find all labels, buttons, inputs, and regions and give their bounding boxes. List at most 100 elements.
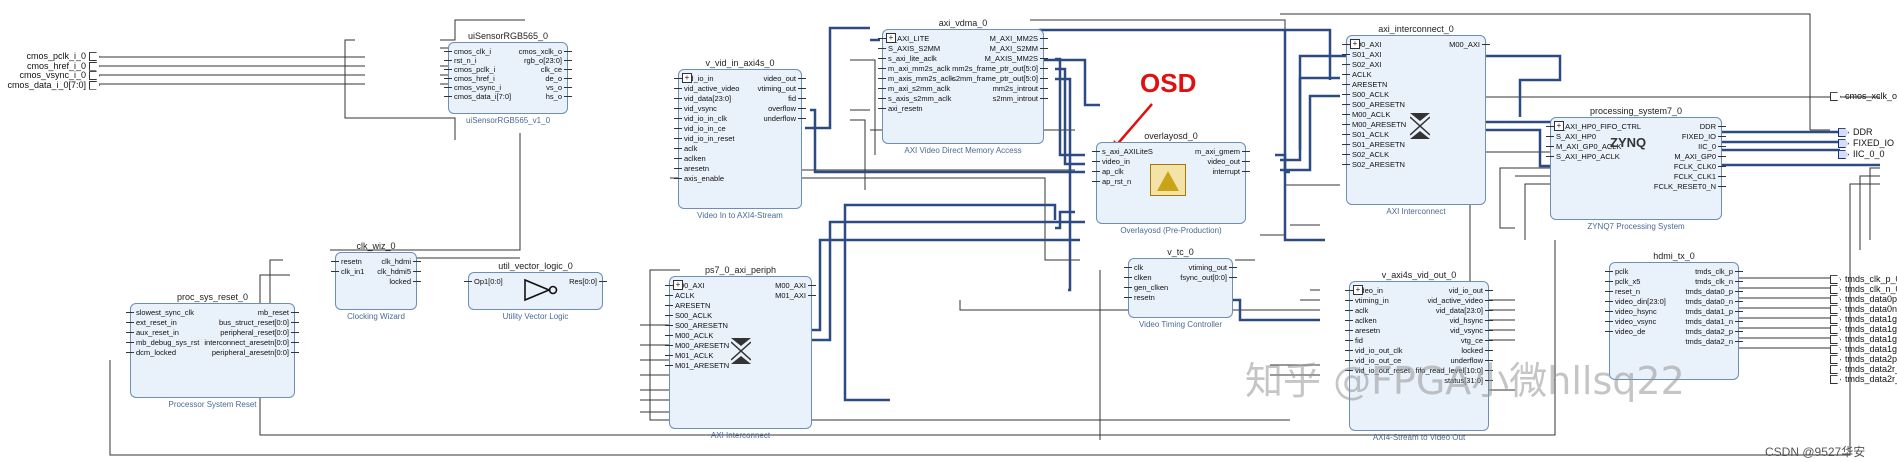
external-input-port[interactable]: cmos_data_i_0[7:0] (4, 80, 100, 90)
output-pin[interactable]: fid (788, 94, 806, 103)
output-pin[interactable]: M00_AXI (775, 281, 816, 290)
input-pin[interactable]: ACLK (1342, 70, 1372, 79)
output-pin[interactable]: cmos_xclk_o (518, 47, 573, 56)
external-input-port[interactable]: cmos_href_i_0 (4, 61, 100, 71)
output-pin[interactable]: Res[0:0] (569, 277, 607, 286)
input-pin[interactable]: S_AXI_HP0 (1545, 132, 1597, 141)
input-pin[interactable]: vid_io_in_reset (673, 134, 735, 143)
input-pin[interactable]: video_hsync (1605, 307, 1657, 316)
input-pin[interactable]: aux_reset_in (126, 328, 179, 337)
input-pin[interactable]: ap_clk (1092, 167, 1124, 176)
input-pin[interactable]: video_vsync (1604, 317, 1657, 326)
external-output-port[interactable]: tmds_data2p_0 (1830, 354, 1897, 365)
output-pin[interactable]: peripheral_aresetn[0:0] (211, 348, 300, 357)
output-pin[interactable]: s2mm_introut (992, 94, 1049, 103)
input-pin[interactable]: S00_ACLK (1341, 90, 1390, 99)
output-pin[interactable]: mb_reset (257, 308, 300, 317)
input-pin[interactable]: dcm_locked (125, 348, 177, 357)
expand-plus-icon[interactable]: + (1353, 285, 1363, 295)
input-pin[interactable]: cmos_clk_i (443, 47, 492, 56)
input-pin[interactable]: S_AXI_HP0_FIFO_CTRL (1545, 122, 1642, 131)
external-output-port[interactable]: tmds_data2r_p_0 (1830, 364, 1897, 375)
input-pin[interactable]: resetn (1124, 293, 1155, 302)
output-pin[interactable]: tmds_data1_p (1685, 307, 1743, 316)
input-pin[interactable]: S00_ARESETN (1342, 100, 1405, 109)
output-pin[interactable]: fsync_out[0:0] (1180, 273, 1237, 282)
input-pin[interactable]: M00_ARESETN (1341, 120, 1407, 129)
output-pin[interactable]: vid_hsync (1449, 316, 1494, 325)
output-pin[interactable]: tmds_clk_p (1695, 267, 1743, 276)
input-pin[interactable]: aresetn (1344, 326, 1381, 335)
input-pin[interactable]: resetn (331, 257, 362, 266)
input-pin[interactable]: clk (1123, 263, 1144, 272)
expand-plus-icon[interactable]: + (886, 33, 896, 43)
output-pin[interactable]: tmds_data2_p (1685, 327, 1743, 336)
input-pin[interactable]: rst_n_i (444, 56, 477, 65)
input-pin[interactable]: aclken (674, 154, 706, 163)
input-pin[interactable]: cmos_data_i[7:0] (443, 92, 512, 101)
output-pin[interactable]: M_AXI_MM2S (989, 34, 1049, 43)
input-pin[interactable]: S_AXI_HP0_ACLK (1546, 152, 1620, 161)
input-pin[interactable]: video_in (1345, 286, 1383, 295)
input-pin[interactable]: gen_clken (1123, 283, 1169, 292)
input-pin[interactable]: mb_debug_sys_rst (125, 338, 200, 347)
output-pin[interactable]: vid_vsync (1450, 326, 1493, 335)
input-pin[interactable]: M01_ARESETN (664, 361, 730, 370)
external-output-port[interactable]: IIC_0_0 (1838, 149, 1885, 160)
external-output-port[interactable]: tmds_data1g_n_0 (1830, 324, 1897, 335)
input-pin[interactable]: aresetn (673, 164, 710, 173)
input-pin[interactable]: video_in (1092, 157, 1130, 166)
external-output-port[interactable]: cmos_xclk_o_0 (1830, 91, 1897, 102)
output-pin[interactable]: tmds_data2_n (1685, 337, 1743, 346)
input-pin[interactable]: S01_ARESETN (1342, 140, 1405, 149)
output-pin[interactable]: FCLK_RESET0_N (1653, 182, 1727, 191)
input-pin[interactable]: vid_io_out_reset (1344, 366, 1411, 375)
input-pin[interactable]: vid_vsync (674, 104, 717, 113)
input-pin[interactable]: axi_resetn (878, 104, 923, 113)
output-pin[interactable]: DDR (1699, 122, 1727, 131)
input-pin[interactable]: slowest_sync_clk (126, 308, 194, 317)
input-pin[interactable]: S00_ARESETN (665, 321, 728, 330)
input-pin[interactable]: video_de (1604, 327, 1646, 336)
input-pin[interactable]: S02_AXI (1342, 60, 1382, 69)
output-pin[interactable]: overflow (768, 104, 806, 113)
external-output-port[interactable]: tmds_data0p_0 (1830, 294, 1897, 305)
input-pin[interactable]: M00_ARESETN (664, 341, 730, 350)
output-pin[interactable]: de_o (545, 74, 572, 83)
external-output-port[interactable]: tmds_clk_n_0 (1830, 284, 1897, 295)
input-pin[interactable]: ACLK (665, 291, 695, 300)
input-pin[interactable]: S_AXI_LITE (877, 34, 930, 43)
expand-plus-icon[interactable]: + (1350, 39, 1360, 49)
input-pin[interactable]: vid_io_in_clk (674, 114, 727, 123)
output-pin[interactable]: locked (1461, 346, 1493, 355)
input-pin[interactable]: clken (1124, 273, 1152, 282)
output-pin[interactable]: mm2s_frame_ptr_out[5:0] (952, 64, 1048, 73)
external-output-port[interactable]: DDR (1838, 127, 1873, 138)
output-pin[interactable]: FCLK_CLK1 (1673, 172, 1727, 181)
output-pin[interactable]: M_AXIS_MM2S (984, 54, 1049, 63)
input-pin[interactable]: S01_ACLK (1341, 130, 1390, 139)
output-pin[interactable]: interconnect_aresetn[0:0] (204, 338, 299, 347)
output-pin[interactable]: IIC_0 (1698, 142, 1726, 151)
input-pin[interactable]: S00_ACLK (664, 311, 713, 320)
input-pin[interactable]: vid_active_video (673, 84, 740, 93)
input-pin[interactable]: vid_data[23:0] (673, 94, 732, 103)
input-pin[interactable]: M_AXI_GP0_ACLK (1545, 142, 1622, 151)
input-pin[interactable]: ARESETN (1341, 80, 1388, 89)
output-pin[interactable]: rgb_o[23:0] (524, 56, 572, 65)
output-pin[interactable]: tmds_data0_n (1685, 297, 1743, 306)
output-pin[interactable]: hs_o (545, 92, 573, 101)
output-pin[interactable]: bus_struct_reset[0:0] (218, 318, 300, 327)
external-output-port[interactable]: tmds_data1g_n_0 (1830, 344, 1897, 355)
